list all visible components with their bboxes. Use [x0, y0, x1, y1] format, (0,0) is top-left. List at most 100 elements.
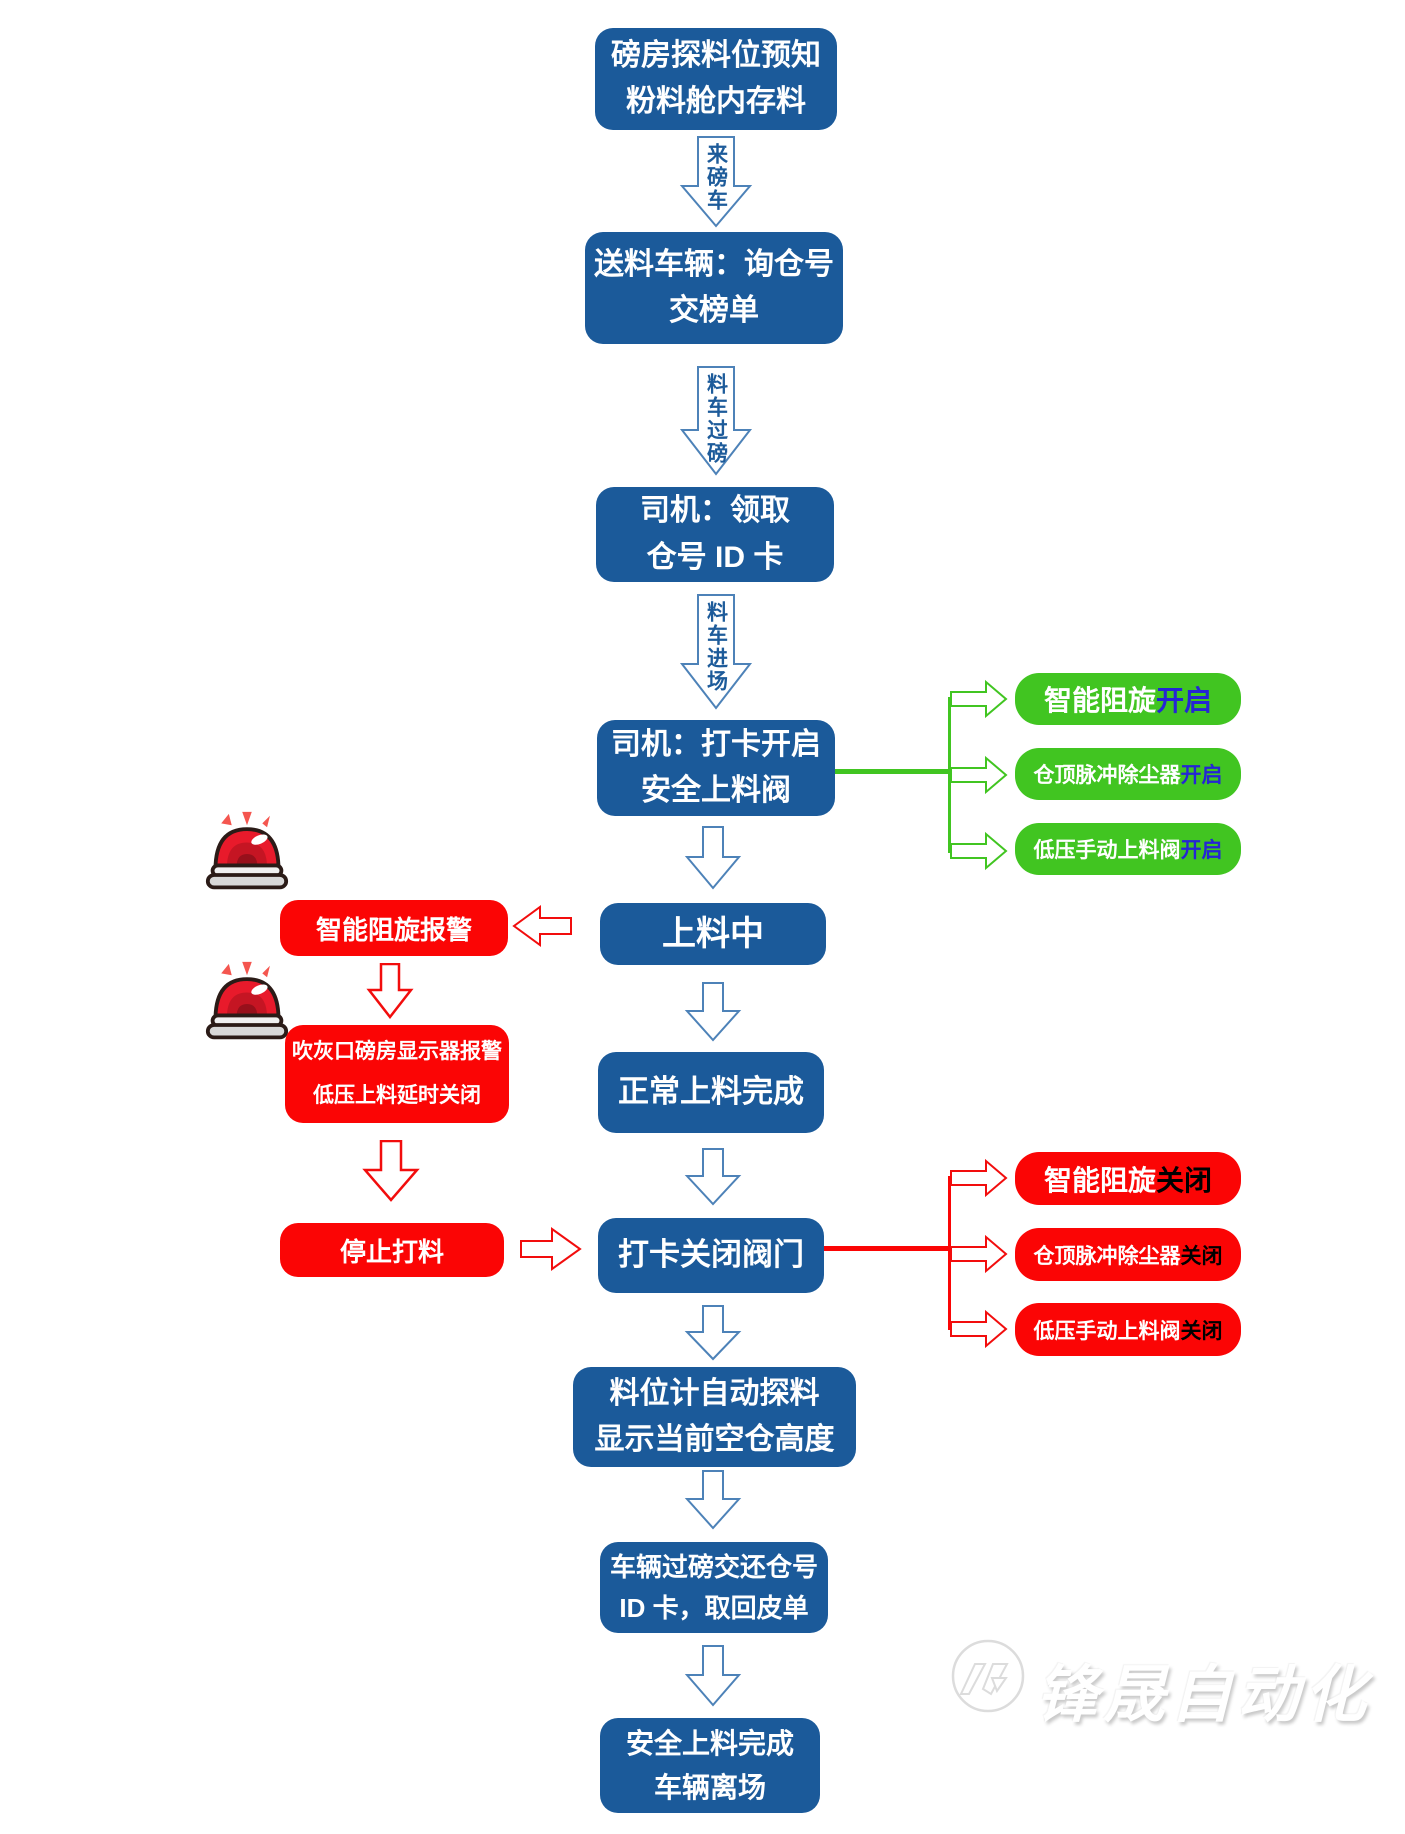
- state-label: 开启: [1180, 839, 1223, 862]
- step-box-close-valve: 打卡关闭阀门: [598, 1218, 824, 1293]
- red-branch-arrow-1: [950, 1158, 1008, 1198]
- alert-text: 低压上料延时关闭: [313, 1084, 481, 1107]
- alert-box-stop-feeding: 停止打料: [280, 1223, 504, 1277]
- green-branch-arrow-1: [950, 679, 1008, 719]
- alarm-siren-icon: [203, 960, 291, 1046]
- down-arrow-icon: [679, 594, 753, 710]
- down-arrow-icon: [684, 1470, 742, 1530]
- step-text: 粉料舱内存料: [626, 85, 806, 118]
- step-text: 显示当前空仓高度: [594, 1423, 835, 1456]
- right-arrow-icon: [950, 831, 1008, 871]
- brand-logo-icon: [950, 1638, 1026, 1714]
- step-text: 司机：领取: [640, 494, 790, 527]
- device-label: 智能阻旋: [1043, 685, 1156, 716]
- arrow-to-close-valve: [684, 1148, 742, 1206]
- step-box-weigh-return: 车辆过磅交还仓号 ID 卡，取回皮单: [600, 1542, 828, 1633]
- arrow-to-loading: [684, 826, 742, 890]
- green-branch-arrow-3: [950, 831, 1008, 871]
- down-arrow-icon: [679, 366, 753, 476]
- alarm-siren-icon: [205, 961, 289, 1040]
- down-arrow-icon: [684, 1645, 742, 1707]
- status-pill-rotary-close: 智能阻旋关闭: [1015, 1152, 1241, 1205]
- down-arrow-icon: [366, 963, 414, 1019]
- left-arrow-icon: [512, 905, 572, 947]
- device-label: 低压手动上料阀: [1033, 839, 1181, 862]
- alarm-siren-icon: [205, 811, 289, 890]
- step-text: 磅房探料位预知: [611, 38, 821, 72]
- right-arrow-icon: [520, 1227, 582, 1271]
- red-branch-arrow-3: [950, 1309, 1008, 1349]
- state-label: 开启: [1156, 685, 1213, 716]
- step-text: 交榜单: [669, 294, 759, 327]
- status-pill-manual-valve-open: 低压手动上料阀开启: [1015, 823, 1241, 875]
- alarm-branch-arrow: [512, 905, 572, 947]
- down-arrow-icon: [684, 826, 742, 890]
- step-text: 上料中: [662, 914, 764, 953]
- arrow-label: 来磅车: [704, 143, 728, 212]
- step-text: 打卡关闭阀门: [618, 1237, 804, 1273]
- device-label: 仓顶脉冲除尘器: [1033, 764, 1181, 787]
- alert-text: 吹灰口磅房显示器报警: [292, 1040, 502, 1063]
- green-branch-arrow-2: [950, 755, 1008, 795]
- alarm-flow-arrow-2: [362, 1140, 420, 1202]
- down-arrow-icon: [362, 1140, 420, 1202]
- arrow-to-pickup: 料车过磅: [676, 366, 756, 476]
- step-text: 仓号 ID 卡: [646, 540, 784, 574]
- state-label: 关闭: [1180, 1319, 1223, 1343]
- brand-logo-icon: [951, 1639, 1025, 1713]
- step-text: 安全上料阀: [641, 774, 791, 807]
- step-box-loading: 上料中: [600, 903, 826, 965]
- stop-to-close-arrow: [520, 1227, 582, 1271]
- alert-box-rotary-alarm: 智能阻旋报警: [280, 900, 508, 956]
- device-label: 低压手动上料阀: [1033, 1319, 1181, 1343]
- red-connector-horizontal: [824, 1246, 950, 1251]
- arrow-to-level-scan: [684, 1305, 742, 1361]
- device-label: 仓顶脉冲除尘器: [1033, 1244, 1181, 1268]
- step-box-pickup-card: 司机：领取 仓号 ID 卡: [596, 487, 834, 582]
- down-arrow-icon: [684, 982, 742, 1042]
- brand-watermark: 锋晟自动化: [1036, 1661, 1372, 1730]
- step-box-load-complete: 正常上料完成: [598, 1052, 824, 1133]
- red-branch-arrow-2: [950, 1234, 1008, 1274]
- status-pill-dust-collector-close: 仓顶脉冲除尘器关闭: [1015, 1228, 1241, 1281]
- step-box-inquire: 送料车辆：询仓号 交榜单: [585, 232, 843, 344]
- status-pill-rotary-open: 智能阻旋开启: [1015, 673, 1241, 725]
- state-label: 关闭: [1156, 1164, 1213, 1196]
- arrow-to-inquire: 来磅车: [676, 136, 756, 228]
- step-box-level-scan: 料位计自动探料 显示当前空仓高度: [573, 1367, 856, 1467]
- alert-text: 停止打料: [339, 1236, 444, 1267]
- step-box-open-valve: 司机：打卡开启 安全上料阀: [597, 720, 835, 816]
- right-arrow-icon: [950, 1309, 1008, 1349]
- right-arrow-icon: [950, 1158, 1008, 1198]
- green-connector-horizontal: [835, 769, 951, 774]
- status-pill-manual-valve-close: 低压手动上料阀关闭: [1015, 1303, 1241, 1356]
- step-text: 料位计自动探料: [609, 1376, 820, 1410]
- arrow-to-depart: [684, 1645, 742, 1707]
- state-label: 关闭: [1180, 1244, 1223, 1268]
- alert-box-display-alarm: 吹灰口磅房显示器报警 低压上料延时关闭: [285, 1025, 509, 1123]
- right-arrow-icon: [950, 755, 1008, 795]
- down-arrow-icon: [679, 136, 753, 228]
- status-pill-dust-collector-open: 仓顶脉冲除尘器开启: [1015, 748, 1241, 800]
- step-text: 正常上料完成: [618, 1074, 804, 1110]
- arrow-to-weigh-return: [684, 1470, 742, 1530]
- red-connector-vertical: [948, 1176, 951, 1330]
- alert-text: 智能阻旋报警: [315, 914, 472, 945]
- right-arrow-icon: [950, 1234, 1008, 1274]
- step-text: ID 卡，取回皮单: [619, 1592, 809, 1623]
- step-text: 车辆过磅交还仓号: [609, 1552, 818, 1583]
- step-text: 安全上料完成: [625, 1728, 794, 1760]
- step-box-depart: 安全上料完成 车辆离场: [600, 1718, 820, 1813]
- device-label: 智能阻旋: [1043, 1164, 1156, 1196]
- arrow-label: 料车进场: [704, 601, 728, 693]
- arrow-label: 料车过磅: [704, 373, 728, 465]
- step-text: 车辆离场: [653, 1771, 766, 1803]
- green-connector-vertical: [948, 697, 951, 853]
- arrow-to-open-valve: 料车进场: [676, 594, 756, 710]
- right-arrow-icon: [950, 679, 1008, 719]
- arrow-to-load-complete: [684, 982, 742, 1042]
- down-arrow-icon: [684, 1148, 742, 1206]
- alarm-flow-arrow-1: [366, 963, 414, 1019]
- step-text: 送料车辆：询仓号: [594, 247, 834, 281]
